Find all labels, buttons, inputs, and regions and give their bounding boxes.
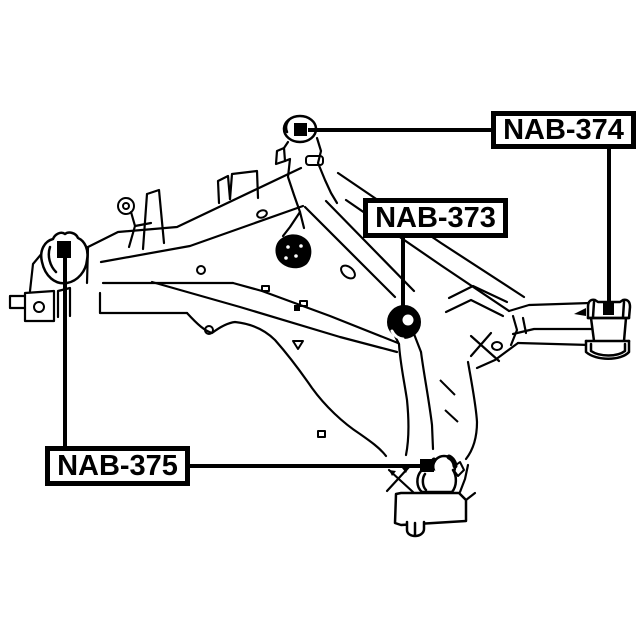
part-label-nab-374: NAB-374 — [491, 111, 636, 149]
center-member-bushing — [387, 305, 421, 341]
leader-end-square-375 — [420, 459, 434, 472]
part-label-nab-375: NAB-375 — [45, 446, 190, 486]
bottom-mount-bushing — [393, 454, 468, 538]
leader-end-square-374 — [604, 304, 614, 314]
top-arm-bushing — [282, 114, 318, 144]
part-label-nab-373: NAB-373 — [363, 198, 508, 238]
filled-details-highlights — [284, 244, 303, 260]
part-number-text: NAB-374 — [503, 113, 624, 146]
leader-lines — [63, 128, 614, 472]
filled-details — [275, 234, 409, 476]
part-number-text: NAB-373 — [375, 201, 496, 234]
frame-holes — [33, 155, 503, 477]
part-number-text: NAB-375 — [57, 449, 178, 482]
